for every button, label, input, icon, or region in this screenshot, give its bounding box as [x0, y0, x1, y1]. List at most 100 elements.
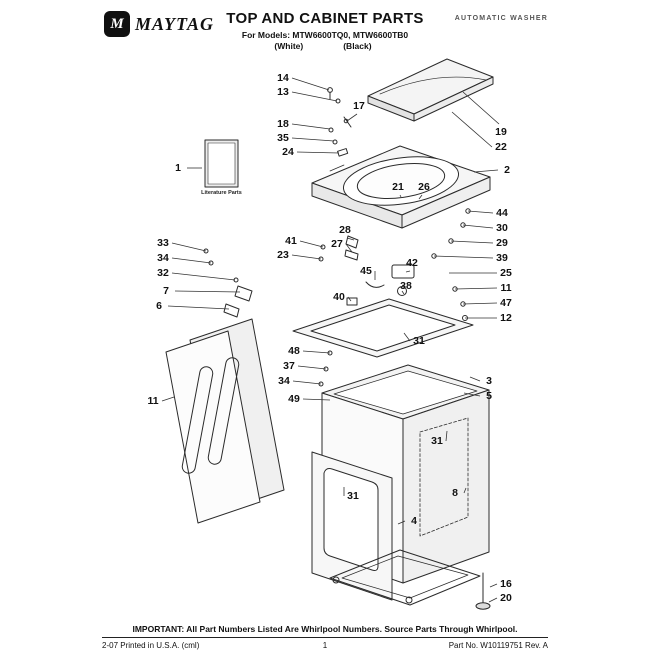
page-title: TOP AND CABINET PARTS — [226, 10, 424, 27]
callout-leader-37 — [297, 365, 327, 370]
page-number: 1 — [322, 641, 328, 650]
callout-11: 11 — [147, 395, 158, 407]
callout-leader-13 — [291, 91, 338, 102]
callout-leader-14 — [291, 77, 330, 91]
washer-lid — [367, 58, 494, 122]
callout-leader-28 — [346, 237, 355, 241]
callout-42: 42 — [406, 257, 418, 269]
callout-6: 6 — [156, 300, 162, 312]
callout-leader-8 — [463, 487, 467, 494]
callout-leader-27 — [345, 243, 353, 253]
callout-34: 34 — [157, 252, 169, 264]
callout-leader-42 — [405, 270, 411, 273]
callout-leader-2 — [473, 169, 499, 173]
callout-8: 8 — [452, 487, 458, 499]
model-color-black: (Black) — [343, 41, 372, 51]
callout-leader-21 — [399, 194, 402, 198]
models-line: For Models: MTW6600TQ0, MTW6600TB0 — [241, 30, 409, 40]
maytag-logo-icon: M — [104, 11, 130, 37]
callout-1: 1 — [175, 162, 181, 174]
callout-leader-29 — [450, 240, 494, 244]
callout-24: 24 — [282, 146, 294, 158]
callout-leader-24 — [296, 151, 340, 154]
callout-48: 48 — [288, 345, 300, 357]
callout-leader-41 — [299, 240, 324, 248]
base-frame — [329, 549, 481, 606]
callout-leader-31 — [403, 332, 411, 342]
callout-33: 33 — [157, 237, 169, 249]
callout-3: 3 — [486, 375, 492, 387]
hinge-brackets — [203, 248, 253, 318]
callout-leader-22 — [451, 111, 493, 148]
model-colors-row: (White) (Black) — [100, 41, 546, 51]
brand-wordmark: MAYTAG — [135, 13, 215, 34]
callout-30: 30 — [496, 222, 508, 234]
callout-35: 35 — [277, 132, 289, 144]
callout-leader-20 — [488, 597, 498, 603]
top-panel — [311, 145, 491, 229]
print-info: 2-07 Printed in U.S.A. (cml) — [102, 641, 200, 650]
callout-21: 21 — [392, 181, 404, 193]
callout-leader-23 — [291, 254, 322, 260]
callout-leader-35 — [291, 137, 335, 142]
callout-13: 13 — [277, 86, 289, 98]
callout-leader-26 — [418, 194, 423, 200]
callout-27: 27 — [331, 238, 343, 250]
callout-47: 47 — [500, 297, 512, 309]
callout-leader-3 — [469, 376, 481, 382]
callout-leader-34 — [292, 380, 322, 385]
footer-row: 2-07 Printed in U.S.A. (cml) 1 Part No. … — [102, 641, 548, 650]
callout-leader-5 — [463, 392, 481, 397]
callout-11: 11 — [500, 282, 511, 294]
callout-leader-16 — [489, 583, 498, 588]
callout-14: 14 — [277, 72, 289, 84]
callout-leader-19 — [462, 91, 500, 125]
callout-7: 7 — [163, 285, 169, 297]
callout-leader-30 — [462, 224, 494, 229]
callout-5: 5 — [486, 390, 492, 402]
callout-leader-33 — [171, 242, 207, 252]
callout-20: 20 — [500, 592, 512, 604]
callout-leader-31 — [445, 430, 448, 442]
callout-leader-11 — [454, 287, 498, 290]
callout-31: 31 — [413, 335, 425, 347]
callout-12: 12 — [500, 312, 512, 324]
callout-leader-34 — [171, 257, 212, 264]
part-number: Part No. W10119751 Rev. A — [448, 641, 549, 650]
callout-37: 37 — [283, 360, 295, 372]
callout-39: 39 — [496, 252, 508, 264]
callout-32: 32 — [157, 267, 169, 279]
callout-31: 31 — [431, 435, 443, 447]
callout-leader-49 — [302, 398, 331, 401]
page-header: M MAYTAG TOP AND CABINET PARTS For Model… — [102, 8, 548, 54]
callout-leader-17 — [346, 113, 358, 122]
callout-29: 29 — [496, 237, 508, 249]
callout-31: 31 — [347, 490, 359, 502]
callout-19: 19 — [495, 126, 507, 138]
callout-17: 17 — [353, 100, 365, 112]
important-note: IMPORTANT: All Part Numbers Listed Are W… — [132, 624, 518, 634]
maytag-logo-letter: M — [110, 15, 124, 32]
callout-leader-48 — [302, 350, 331, 354]
callout-44: 44 — [496, 207, 508, 219]
top-hardware-screws — [327, 87, 352, 157]
literature-parts-card: Literature Parts — [201, 139, 242, 196]
callout-leader-44 — [467, 210, 494, 214]
callout-49: 49 — [288, 393, 300, 405]
side-panels — [165, 318, 285, 524]
appliance-type-label: AUTOMATIC WASHER — [454, 15, 548, 22]
callout-leader-6 — [167, 305, 230, 310]
callout-22: 22 — [495, 141, 507, 153]
callout-leader-4 — [397, 520, 406, 525]
callout-18: 18 — [277, 118, 289, 130]
callout-28: 28 — [339, 224, 351, 236]
callout-23: 23 — [277, 249, 289, 261]
maytag-logo: M MAYTAG — [104, 11, 214, 37]
literature-parts-label: Literature Parts — [201, 190, 242, 196]
callout-16: 16 — [500, 578, 512, 590]
callout-4: 4 — [411, 515, 417, 527]
callout-leader-32 — [171, 272, 236, 281]
